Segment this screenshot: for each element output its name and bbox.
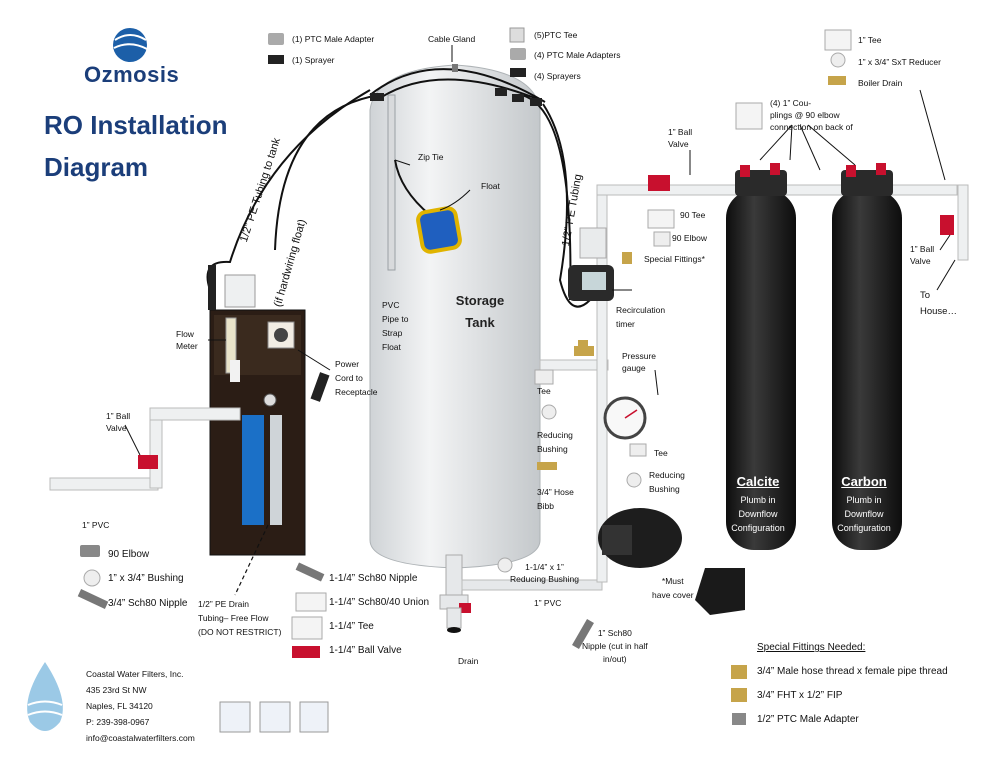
- special-fitting-2: 3/4” FHT x 1/2” FIP: [757, 690, 843, 701]
- label-pvc-pipe: PVC Pipe to Strap Float: [382, 300, 409, 352]
- pvc-strap-pipe: [387, 94, 396, 271]
- title-line1: RO Installation: [44, 110, 228, 140]
- label-sprayers: (4) Sprayers: [534, 71, 581, 81]
- label-ro-pvc: 1” PVC: [82, 520, 110, 530]
- member-badge: [259, 701, 291, 733]
- label-must-cover: *Must have cover: [652, 576, 694, 600]
- label-rt-reducing-bushing2: Reducing Bushing: [649, 470, 685, 494]
- label-center-union: 1-1/4” Sch80/40 Union: [329, 597, 430, 608]
- brand-name: Ozmosis: [84, 62, 180, 87]
- carbon-tank: [832, 190, 902, 550]
- label-carbon: Carbon: [841, 474, 887, 489]
- label-rt-pvc: 1” PVC: [534, 598, 562, 608]
- ro-membrane: [242, 415, 264, 525]
- label-cable-gland: Cable Gland: [428, 34, 476, 44]
- label-power-cord: Power Cord to Receptacle: [335, 359, 378, 397]
- label-reducing-bushing-size: 1-1/4” x 1” Reducing Bushing: [510, 562, 579, 584]
- label-center-tee: 1-1/4” Tee: [329, 621, 374, 632]
- special-fitting-3: 1/2” PTC Male Adapter: [757, 714, 859, 725]
- label-pressure-gauge: Pressure gauge: [622, 351, 657, 373]
- storage-tank: [369, 64, 541, 569]
- label-left-elbow: 90 Elbow: [108, 549, 150, 560]
- fgla-badge: [219, 701, 251, 733]
- label-drain-tubing: 1/2” PE Drain Tubing– Free Flow (DO NOT …: [198, 599, 282, 637]
- label-calcite: Calcite: [736, 474, 780, 489]
- label-storage-tank: Storage Tank: [455, 293, 505, 330]
- label-to-house: To House…: [920, 290, 957, 317]
- label-left-nipple: 3/4” Sch80 Nipple: [108, 598, 188, 609]
- label-sprayer: (1) Sprayer: [292, 55, 335, 65]
- special-fitting-1: 3/4” Male hose thread x female pipe thre…: [757, 666, 948, 677]
- label-rt-tee: Tee: [537, 386, 551, 396]
- label-carbon-sub: Plumb in Downflow Configuration: [837, 495, 891, 533]
- label-drain: Drain: [458, 656, 479, 666]
- label-rt-tee2: Tee: [654, 448, 668, 458]
- label-right-ball-valve: 1” Ball Valve: [910, 244, 935, 266]
- label-ptc-male-adapters: (4) PTC Male Adapters: [534, 50, 621, 60]
- float: [416, 206, 462, 254]
- label-couplings: (4) 1” Cou- plings @ 90 elbow connection…: [770, 98, 853, 132]
- label-ptc-tee: (5)PTC Tee: [534, 30, 578, 40]
- label-left-bushing: 1” x 3/4” Bushing: [108, 573, 184, 584]
- special-fittings-heading: Special Fittings Needed:: [757, 642, 866, 653]
- label-center-ball-valve: 1-1/4” Ball Valve: [329, 645, 402, 656]
- company-email[interactable]: info@coastalwaterfilters.com: [86, 733, 195, 743]
- label-nipple-cut: 1” Sch80 Nipple (cut in half in/out): [582, 628, 648, 664]
- company-phone: P: 239-398-0967: [86, 717, 150, 727]
- label-1in-tee: 1” Tee: [858, 35, 882, 45]
- label-center-nipple: 1-1/4” Sch80 Nipple: [329, 573, 418, 584]
- calcite-tank: [726, 190, 796, 550]
- drain-valve: [459, 603, 471, 613]
- company-name: Coastal Water Filters, Inc.: [86, 669, 184, 679]
- company-address1: 435 23rd St NW: [86, 685, 147, 695]
- label-90-tee: 90 Tee: [680, 210, 706, 220]
- label-hose-bibb: 3/4” Hose Bibb: [537, 487, 574, 511]
- right-ball-valve: [940, 215, 954, 235]
- label-ro-ball-valve: 1” Ball Valve: [106, 411, 131, 433]
- label-special-fittings-ref: Special Fittings*: [644, 254, 705, 264]
- label-90-elbow: 90 Elbow: [672, 233, 707, 243]
- title-line2: Diagram: [44, 152, 149, 182]
- label-ptc-male-adapter: (1) PTC Male Adapter: [292, 34, 375, 44]
- label-flow-meter: Flow Meter: [176, 329, 198, 351]
- label-calcite-sub: Plumb in Downflow Configuration: [731, 495, 785, 533]
- label-zip-tie: Zip Tie: [418, 152, 444, 162]
- label-sxt-reducer: 1” x 3/4” SxT Reducer: [858, 57, 941, 67]
- label-boiler-drain: Boiler Drain: [858, 78, 903, 88]
- label-float: Float: [481, 181, 500, 191]
- coastal-drop-logo: [27, 662, 63, 731]
- company-address2: Naples, FL 34120: [86, 701, 153, 711]
- ro-ball-valve: [138, 455, 158, 469]
- label-rt-reducing-bushing: Reducing Bushing: [537, 430, 573, 454]
- water-quality-badge: [299, 701, 329, 733]
- top-ball-valve: [648, 175, 670, 191]
- label-recirc-timer: Recirculation timer: [616, 305, 666, 329]
- label-top-ball-valve: 1” Ball Valve: [668, 127, 693, 149]
- pump-cover: [695, 568, 745, 615]
